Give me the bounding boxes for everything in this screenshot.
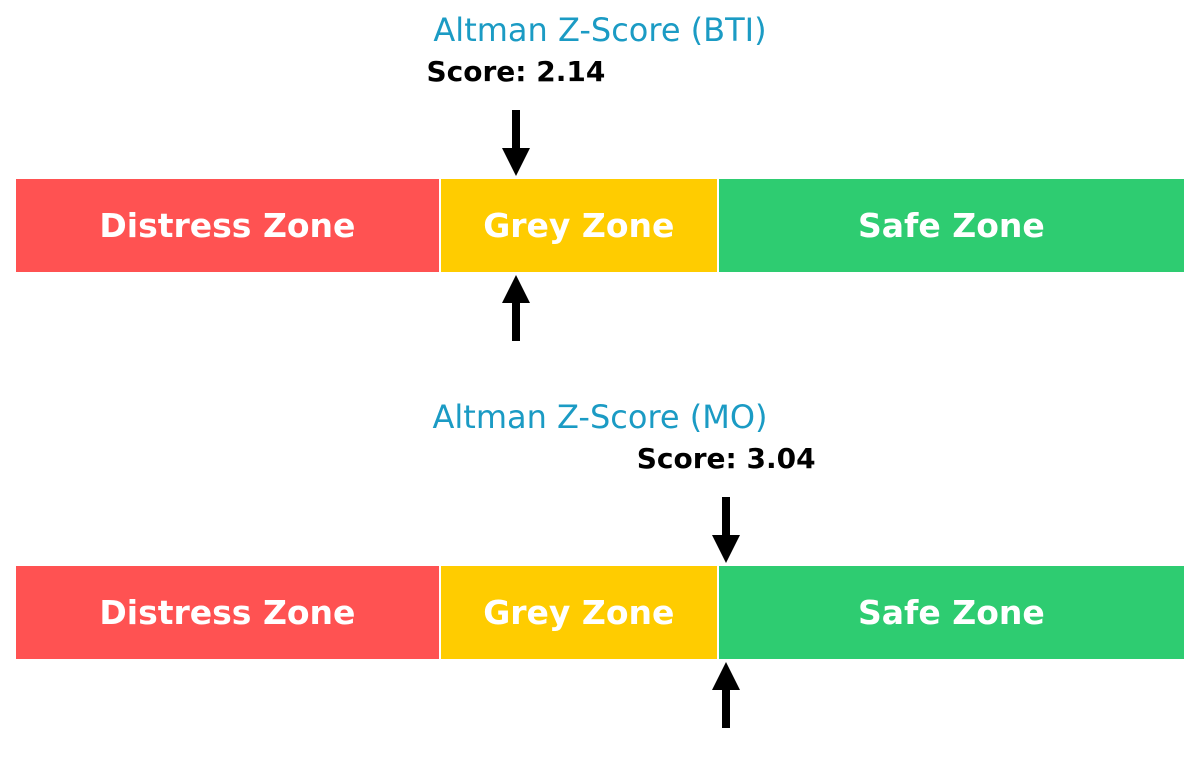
zone-label: Distress Zone	[99, 206, 356, 245]
arrow-up-icon	[712, 662, 741, 728]
zone-safe: Safe Zone	[716, 179, 1184, 272]
zone-distress: Distress Zone	[16, 179, 439, 272]
chart-title: Altman Z-Score (MO)	[432, 398, 768, 436]
score-label: Score: 3.04	[636, 442, 816, 475]
arrow-down-icon	[501, 110, 530, 176]
arrow-up-icon	[501, 275, 530, 341]
zone-grey: Grey Zone	[438, 179, 717, 272]
zone-safe: Safe Zone	[716, 566, 1184, 659]
zone-bar: Distress Zone Grey Zone Safe Zone	[16, 179, 1184, 272]
zone-label: Grey Zone	[483, 206, 675, 245]
score-label: Score: 2.14	[426, 55, 606, 88]
zone-grey: Grey Zone	[438, 566, 717, 659]
chart-title: Altman Z-Score (BTI)	[433, 11, 767, 49]
zone-bar: Distress Zone Grey Zone Safe Zone	[16, 566, 1184, 659]
zone-label: Grey Zone	[483, 593, 675, 632]
zone-label: Safe Zone	[858, 593, 1045, 632]
arrow-down-icon	[712, 497, 741, 563]
zone-label: Distress Zone	[99, 593, 356, 632]
zone-label: Safe Zone	[858, 206, 1045, 245]
zone-distress: Distress Zone	[16, 566, 439, 659]
